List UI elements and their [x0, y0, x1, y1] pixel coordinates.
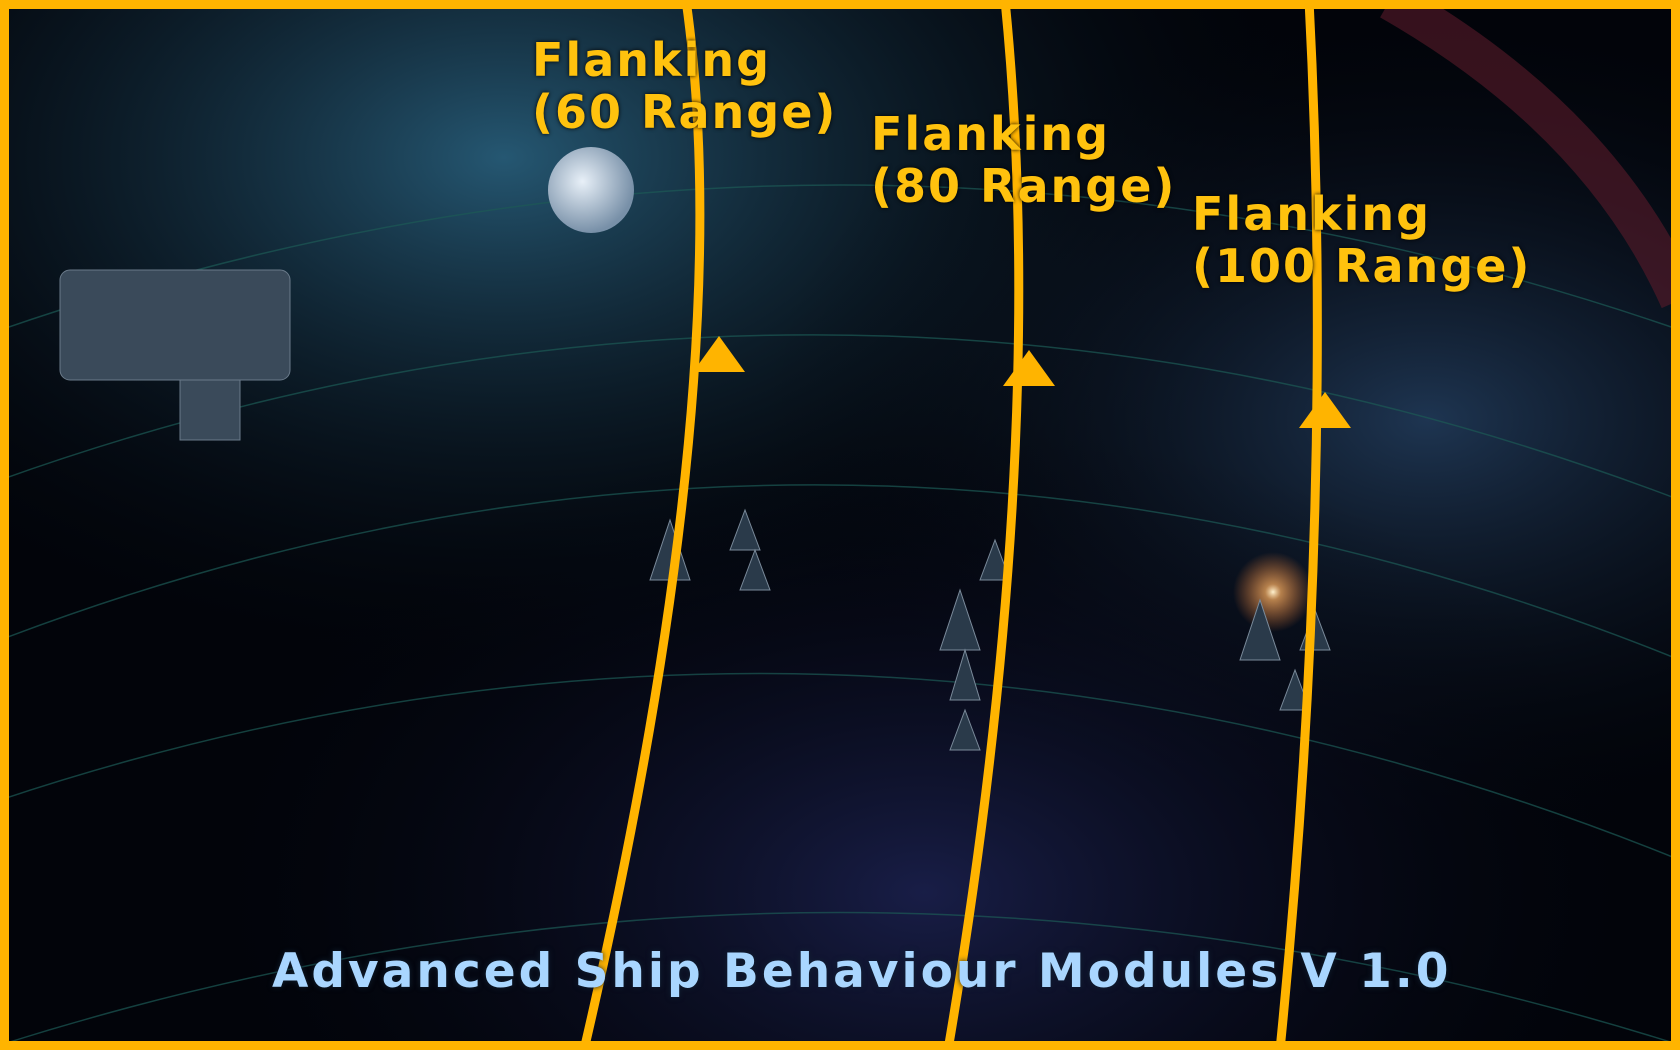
flank-line-80 — [943, 0, 1024, 1050]
flank-line-60 — [579, 0, 705, 1050]
flanking-60-label: Flanking (60 Range) — [532, 34, 837, 138]
arrow-up-icon — [1299, 392, 1351, 428]
arrow-up-icon — [693, 336, 745, 372]
flanking-100-label: Flanking (100 Range) — [1192, 188, 1531, 292]
flank-line-100 — [1275, 0, 1322, 1050]
label-range: (60 Range) — [532, 85, 838, 139]
arrow-up-icon — [1003, 350, 1055, 386]
label-line: Flanking — [871, 107, 1111, 161]
flanking-80-label: Flanking (80 Range) — [871, 108, 1176, 212]
star-flare — [1233, 552, 1313, 632]
direction-arrows — [693, 336, 1351, 428]
label-line: Flanking — [1192, 187, 1432, 241]
label-range: (80 Range) — [871, 159, 1177, 213]
flanking-range-lines — [579, 0, 1322, 1050]
label-line: Flanking — [532, 33, 772, 87]
label-range: (100 Range) — [1192, 239, 1532, 293]
orbit-rings — [0, 184, 1680, 1046]
moon — [548, 147, 634, 233]
planet-rim — [1380, 0, 1680, 309]
mod-title: Advanced Ship Behaviour Modules V 1.0 — [272, 944, 1452, 999]
station[interactable] — [59, 269, 291, 441]
